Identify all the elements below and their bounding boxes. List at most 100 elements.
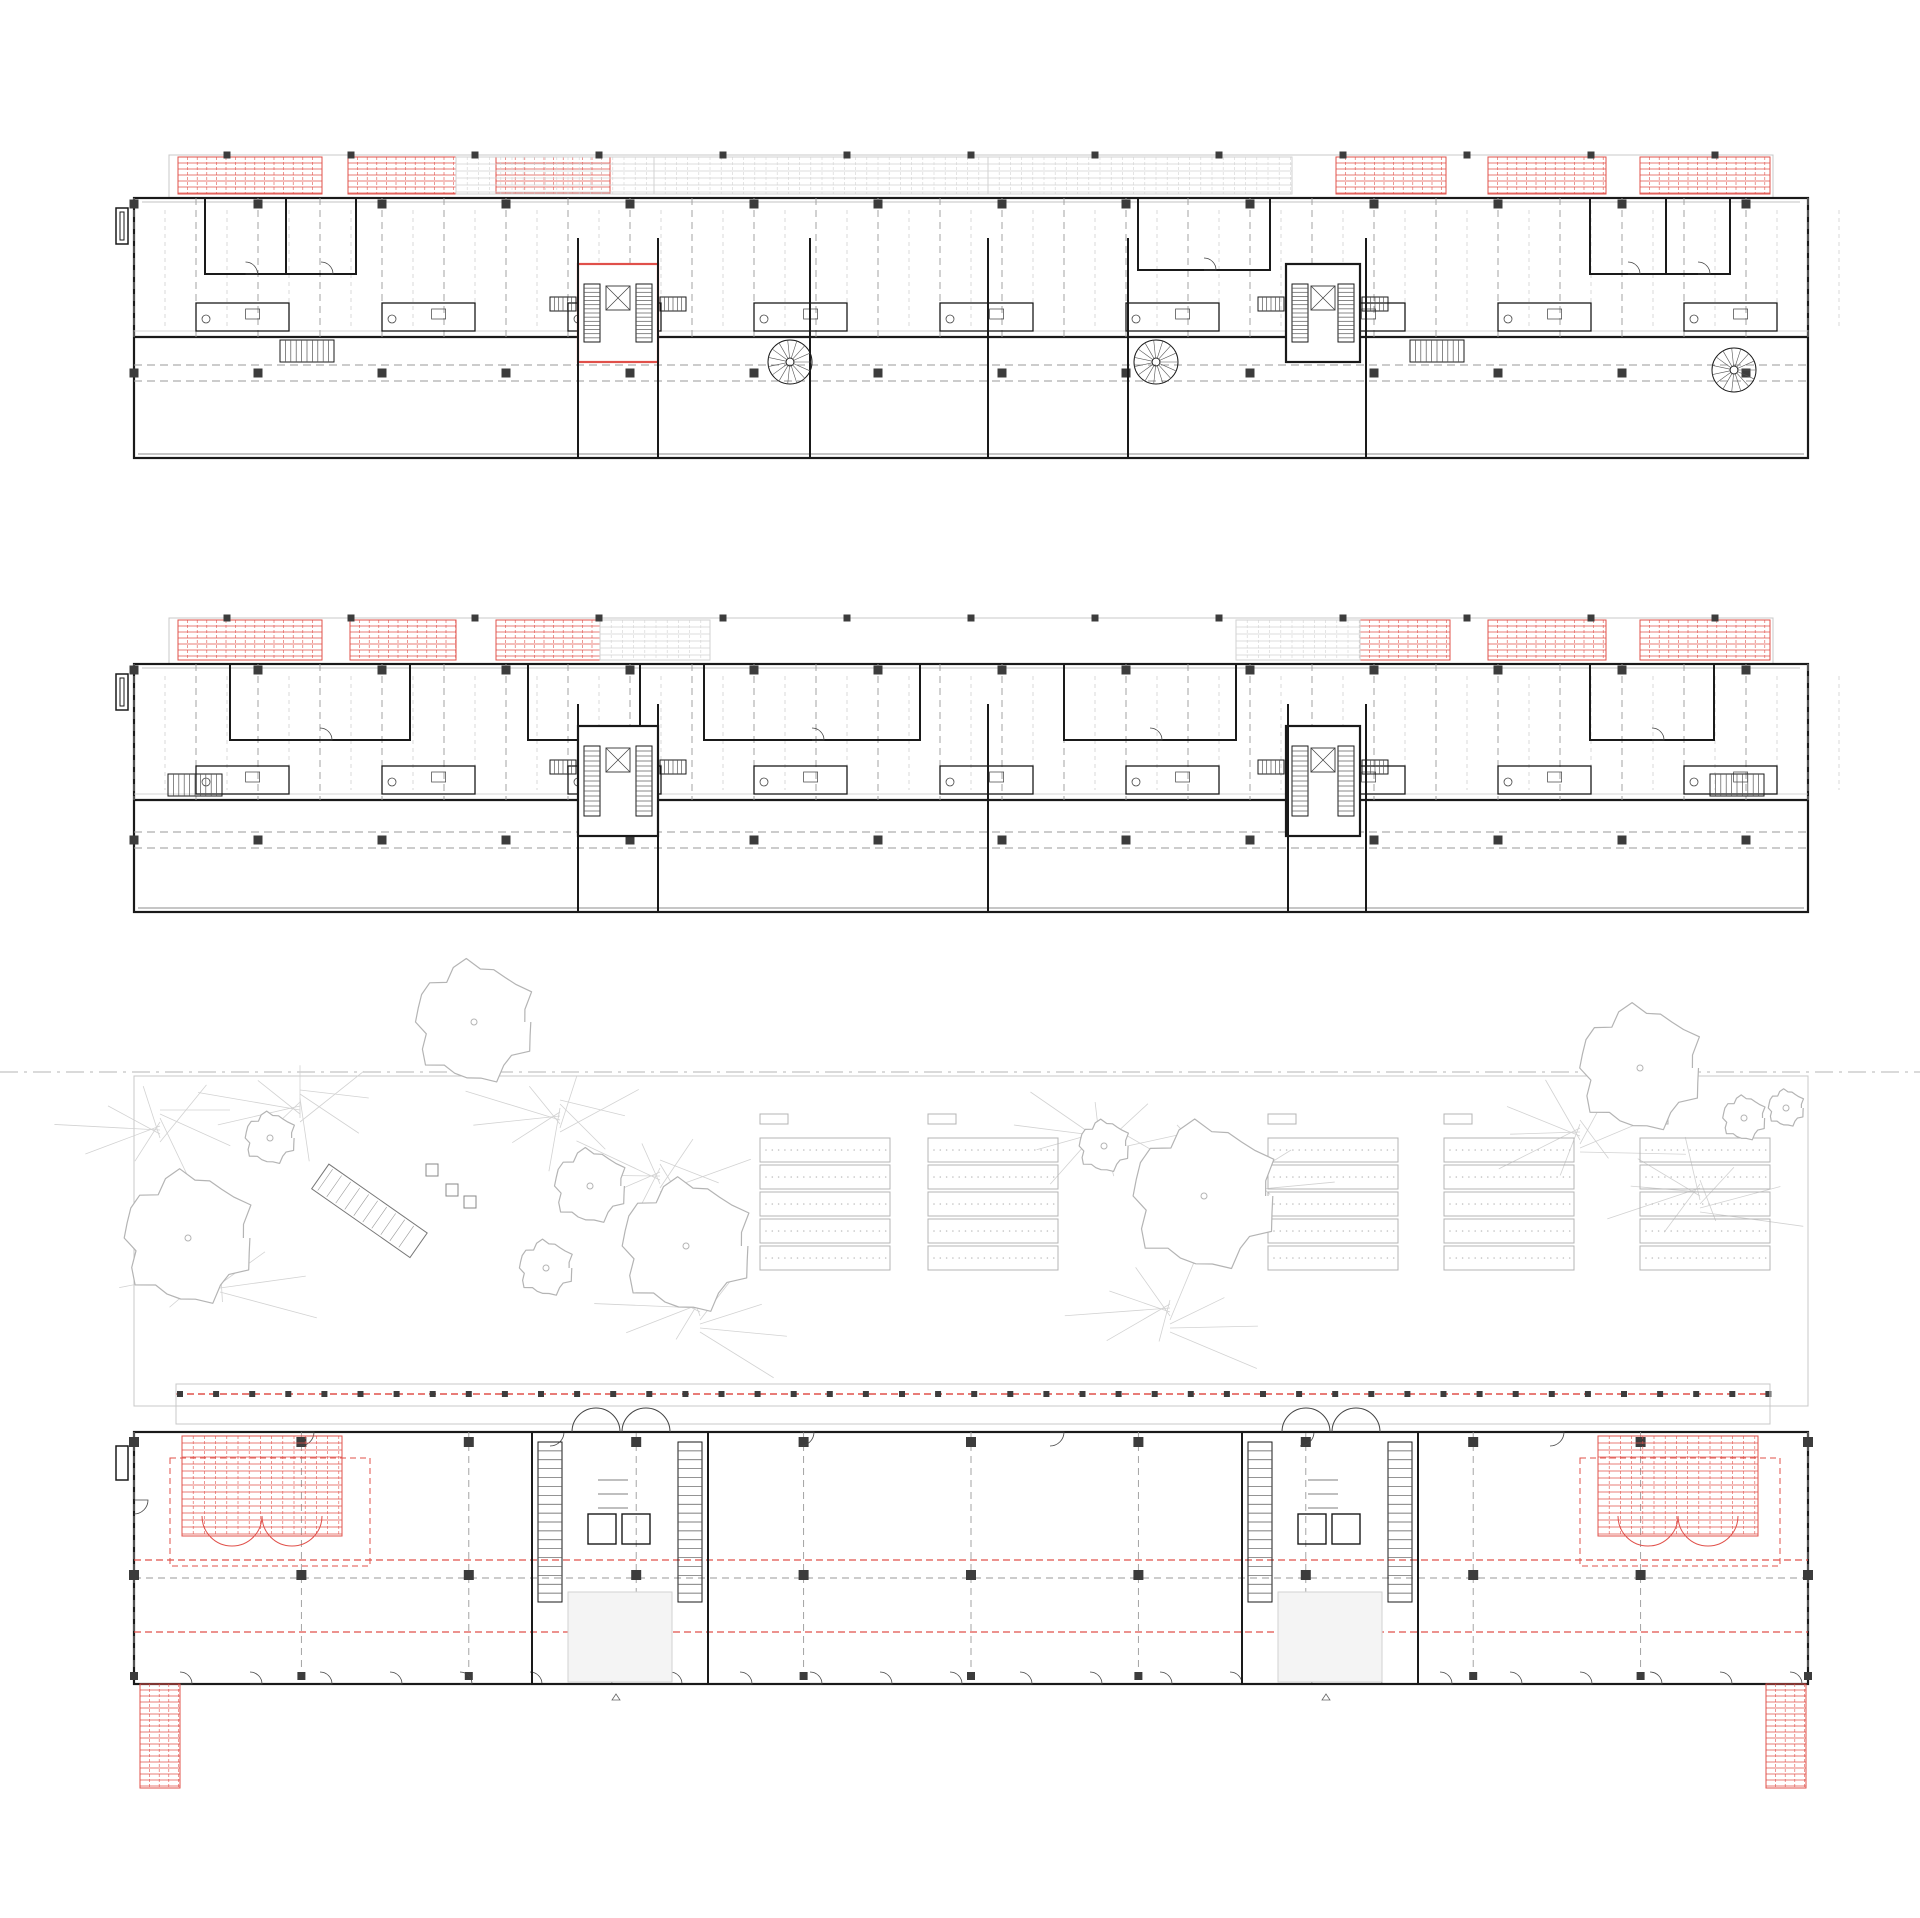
bed-soil-dot — [939, 1176, 942, 1178]
sink-fixture — [431, 771, 447, 783]
bed-soil-dot — [1002, 1203, 1005, 1205]
tree-trunk — [1200, 1192, 1208, 1200]
bed-marker — [927, 1113, 957, 1125]
bed-soil-dot — [840, 1230, 843, 1232]
bed-soil-dot — [1683, 1176, 1685, 1178]
bed-soil-dot — [803, 1203, 805, 1205]
toilet-fixture — [387, 777, 397, 787]
bed-soil-dot — [996, 1230, 998, 1232]
bed-soil-dot — [996, 1257, 998, 1259]
bed-soil-dot — [1323, 1257, 1326, 1259]
bed-soil-dot — [828, 1230, 830, 1232]
bathroom — [753, 302, 848, 332]
column — [1803, 1570, 1813, 1580]
stool — [445, 1183, 459, 1197]
bed-soil-dot — [1317, 1230, 1319, 1232]
bed-soil-dot — [1733, 1149, 1735, 1151]
stair-landing-steps — [549, 296, 577, 312]
door-arc — [1089, 1671, 1103, 1685]
column — [749, 368, 759, 378]
door-arc — [1579, 1671, 1593, 1685]
bed-soil-dot — [859, 1203, 862, 1205]
spiral-tread — [1156, 340, 1164, 359]
bed-soil-dot — [1518, 1203, 1521, 1205]
bed-soil-dot — [1651, 1257, 1654, 1259]
bed-soil-dot — [1512, 1176, 1514, 1178]
tree-trunk — [470, 1018, 478, 1026]
bed-row — [759, 1245, 891, 1271]
tree — [518, 1238, 573, 1296]
bed-soil-dot — [1052, 1203, 1055, 1205]
sink-fixture — [989, 771, 1004, 783]
bed-soil-dot — [796, 1176, 799, 1178]
bed-soil-dot — [983, 1203, 986, 1205]
entrance-door — [1649, 1671, 1663, 1685]
canopy-post — [610, 1391, 617, 1397]
bed-soil-dot — [809, 1203, 811, 1205]
tree-trunk — [542, 1264, 550, 1272]
bathroom — [1125, 302, 1220, 332]
bed-soil-dot — [777, 1176, 780, 1178]
bed-soil-dot — [1664, 1176, 1666, 1178]
bathroom — [195, 765, 290, 795]
bed-soil-dot — [1342, 1203, 1345, 1205]
canopy-post — [1729, 1391, 1736, 1397]
column — [1245, 835, 1255, 845]
hatch-outline — [177, 619, 323, 661]
entry-marker — [1321, 1693, 1331, 1701]
sink-fixture — [245, 771, 261, 783]
stair-core — [1257, 724, 1389, 838]
spiral-stair — [767, 339, 813, 385]
entry-porch — [115, 1445, 129, 1481]
bed-soil-dot — [1487, 1230, 1489, 1232]
texture-stroke — [473, 1115, 561, 1126]
bed-soil-dot — [1651, 1230, 1654, 1232]
bed-soil-dot — [1002, 1149, 1005, 1151]
tree — [414, 957, 533, 1083]
bed-soil-dot — [1474, 1149, 1476, 1151]
bed-soil-dot — [1505, 1203, 1508, 1205]
entry-marker — [611, 1693, 621, 1701]
bed-soil-dot — [1550, 1203, 1552, 1205]
bed-soil-dot — [996, 1203, 998, 1205]
elevator-cross — [605, 747, 631, 773]
bed-soil-dot — [1645, 1257, 1647, 1259]
bed-soil-dot — [1348, 1149, 1351, 1151]
canopy-outline — [175, 1383, 1771, 1425]
bed-soil-dot — [1676, 1203, 1679, 1205]
column — [129, 199, 139, 209]
bed-soil-dot — [1752, 1203, 1754, 1205]
bed-soil-dot — [1052, 1230, 1055, 1232]
bed-soil-dot — [1701, 1203, 1704, 1205]
column — [297, 1672, 306, 1680]
bed-soil-dot — [859, 1230, 862, 1232]
spiral-tread — [1144, 365, 1155, 382]
texture-stroke — [198, 1092, 301, 1111]
bathroom — [753, 765, 848, 795]
bed-soil-dot — [1034, 1257, 1036, 1259]
tree — [1579, 1002, 1700, 1131]
unit-door — [1149, 727, 1163, 741]
canopy-post — [357, 1391, 364, 1397]
bed-soil-dot — [1708, 1257, 1710, 1259]
balcony-post — [347, 614, 355, 622]
column — [129, 368, 139, 378]
bed-soil-dot — [872, 1176, 874, 1178]
bed-soil-dot — [1279, 1203, 1282, 1205]
bed-soil-dot — [1021, 1230, 1023, 1232]
bed-soil-dot — [1336, 1176, 1338, 1178]
bed-soil-dot — [1027, 1149, 1030, 1151]
bed-soil-dot — [866, 1257, 868, 1259]
bed-soil-dot — [989, 1176, 992, 1178]
bed-soil-dot — [1279, 1230, 1282, 1232]
sink-fixture — [803, 771, 818, 783]
bed-soil-dot — [866, 1149, 868, 1151]
bed-soil-dot — [983, 1257, 986, 1259]
canopy-post — [754, 1391, 761, 1397]
bed-soil-dot — [771, 1176, 774, 1178]
bed-soil-dot — [1714, 1230, 1717, 1232]
bed-soil-dot — [859, 1149, 862, 1151]
entrance-door — [179, 1671, 193, 1685]
spiral-tread — [793, 352, 811, 361]
bed-soil-dot — [1708, 1203, 1710, 1205]
